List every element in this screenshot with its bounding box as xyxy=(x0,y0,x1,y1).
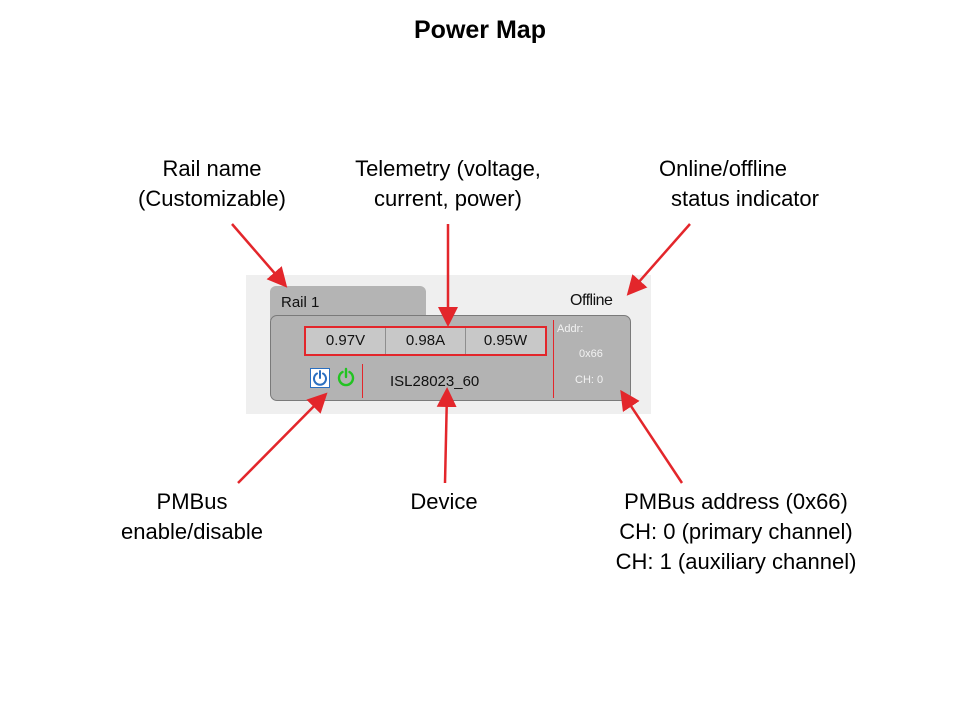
callout-pmbus-enable: PMBus enable/disable xyxy=(96,487,288,547)
device-divider xyxy=(362,364,363,398)
callout-line: (Customizable) xyxy=(138,186,286,211)
callout-line: status indicator xyxy=(671,186,819,211)
address-label: Addr: xyxy=(557,323,584,335)
rail-name-tab[interactable]: Rail 1 xyxy=(270,286,426,320)
arrow-rail-name xyxy=(231,223,288,288)
callout-telemetry: Telemetry (voltage, current, power) xyxy=(322,154,574,214)
callout-device: Device xyxy=(384,487,504,517)
callout-line: Online/offline xyxy=(658,156,787,181)
power-value: 0.95W xyxy=(483,332,528,349)
status-indicator: Offline xyxy=(570,292,613,309)
callout-line: Rail name xyxy=(162,156,262,181)
callout-line: PMBus xyxy=(156,489,228,514)
device-name: ISL28023_60 xyxy=(390,373,480,390)
pmbus-toggle-button[interactable] xyxy=(310,368,330,388)
power-icon xyxy=(337,367,355,387)
arrow-status xyxy=(626,223,691,296)
address-divider xyxy=(553,320,554,398)
callout-line: enable/disable xyxy=(121,519,263,544)
telemetry-readout: 0.97V 0.98A 0.95W xyxy=(304,326,547,356)
callout-line: CH: 0 (primary channel) xyxy=(619,519,853,544)
current-value: 0.98A xyxy=(386,328,466,354)
arrow-device xyxy=(436,387,457,484)
callout-line: current, power) xyxy=(374,186,522,211)
power-status-button[interactable] xyxy=(336,367,356,387)
callout-line: CH: 1 (auxiliary channel) xyxy=(615,549,857,574)
callout-rail-name: Rail name (Customizable) xyxy=(112,154,312,214)
address-value: 0x66 xyxy=(579,348,603,360)
callout-line: Telemetry (voltage, xyxy=(355,156,541,181)
power-icon xyxy=(313,370,327,386)
arrow-pmbus-enable xyxy=(237,392,328,484)
arrow-address xyxy=(620,389,684,484)
voltage-value: 0.97V xyxy=(306,328,386,354)
channel-value: CH: 0 xyxy=(575,374,604,386)
callout-status: Online/offline status indicator xyxy=(630,154,840,214)
callout-line: Device xyxy=(410,489,478,514)
page-title: Power Map xyxy=(414,16,546,44)
callout-line: PMBus address (0x66) xyxy=(624,489,848,514)
callout-address: PMBus address (0x66) CH: 0 (primary chan… xyxy=(578,487,894,577)
